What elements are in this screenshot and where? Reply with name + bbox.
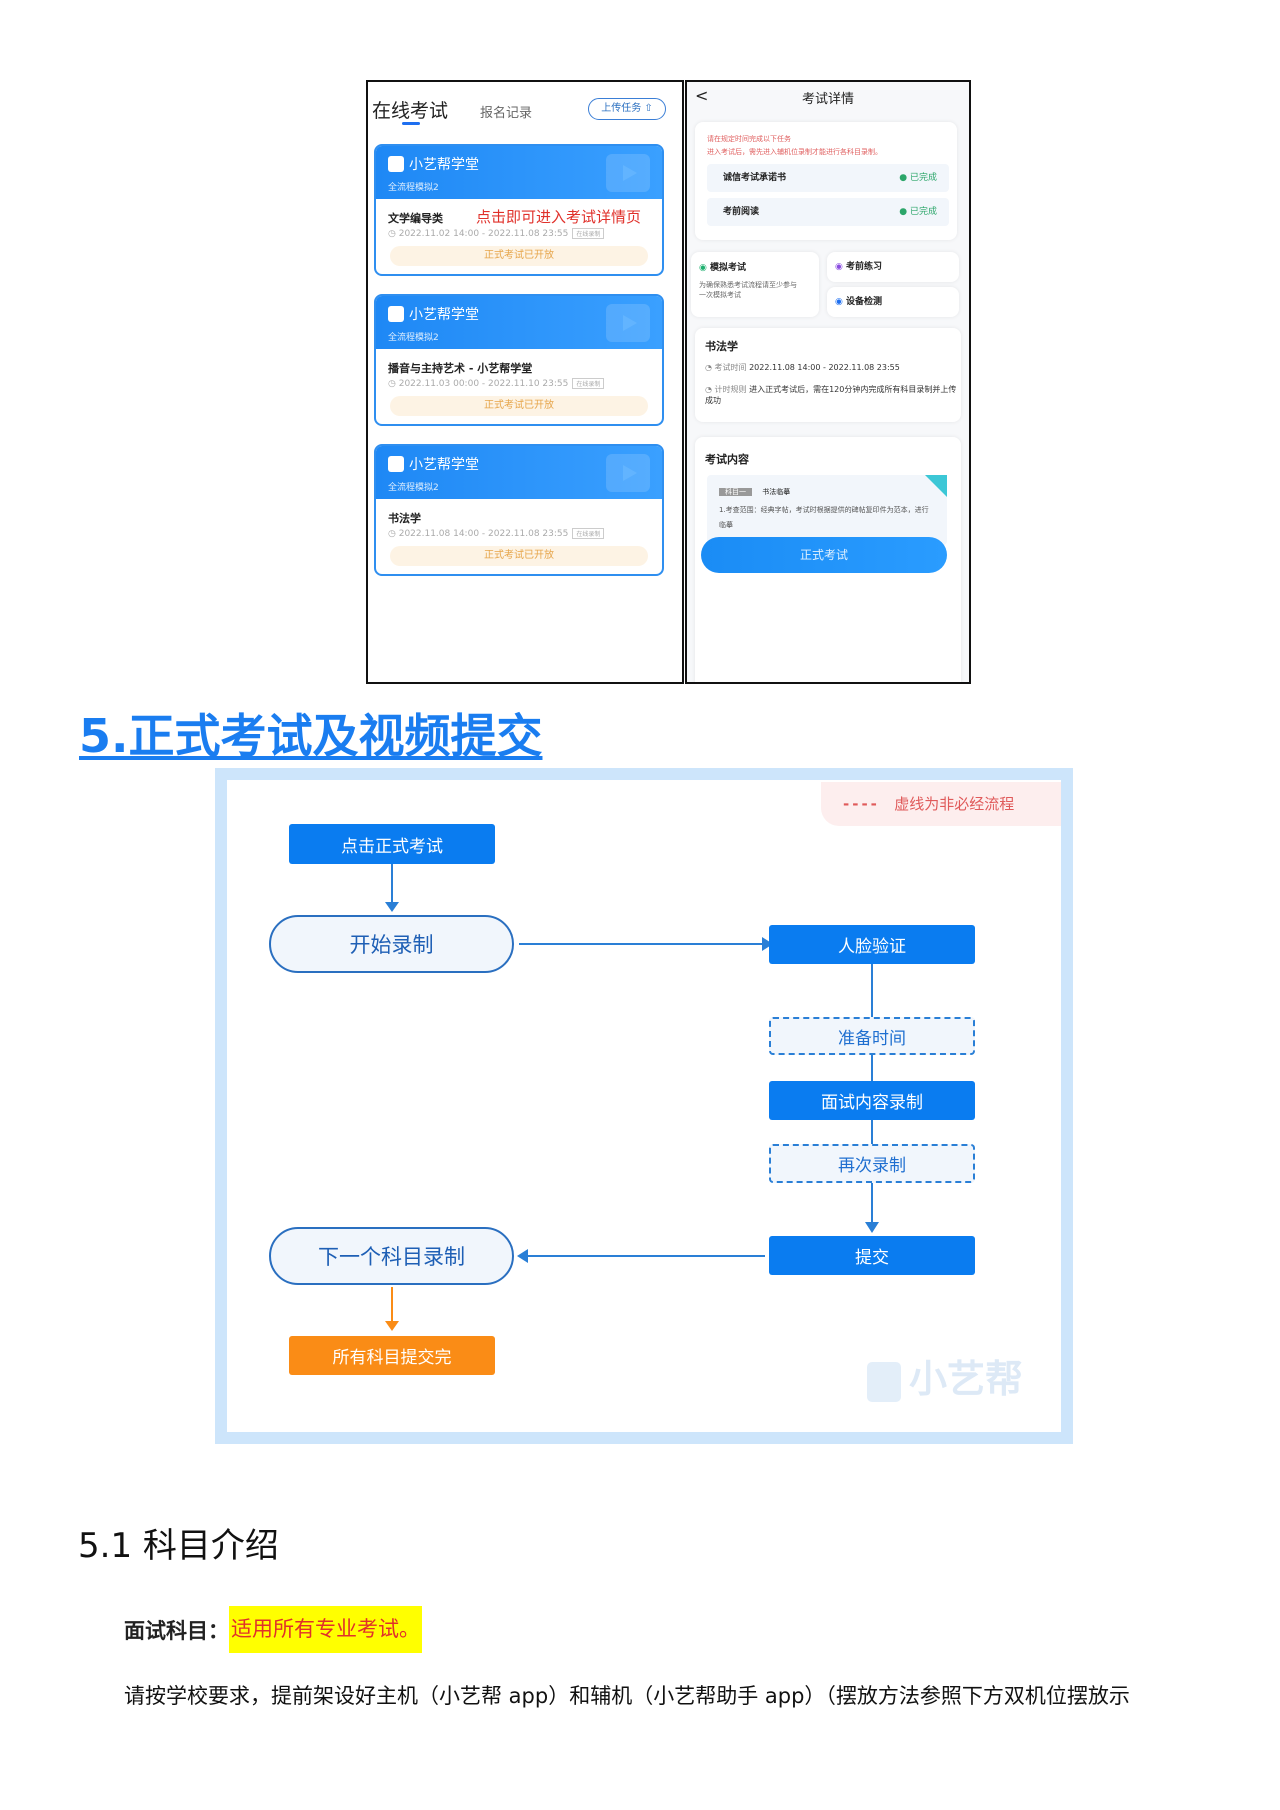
brand-logo-icon (388, 456, 404, 472)
start-exam-button[interactable]: 正式考试 (701, 537, 947, 573)
node-all-submitted: 所有科目提交完 (289, 1336, 495, 1375)
exam-list-screenshot: 在线考试 报名记录 上传任务 ⇧ 小艺帮学堂全流程模拟2 文学编导类 点击即可进… (366, 80, 684, 684)
annotation-text: 点击即可进入考试详情页 (476, 208, 642, 226)
watermark-logo: 小艺帮 (867, 1348, 1023, 1403)
node-retry-recording: 再次录制 (769, 1144, 975, 1183)
task-row[interactable]: 诚信考试承诺书● 已完成 (707, 164, 949, 192)
card-brand: 小艺帮学堂 (409, 457, 479, 473)
upload-label: 上传任务 (601, 103, 642, 114)
card-status: 正式考试已开放 (390, 396, 648, 416)
flowchart: ---- 虚线为非必经流程 点击正式考试 开始录制 人脸验证 准备时间 面试内容… (215, 768, 1073, 1444)
node-click-exam: 点击正式考试 (289, 824, 495, 864)
device-icon: ◉ (835, 297, 843, 307)
arrow-down-icon (385, 1321, 399, 1331)
node-next-subject: 下一个科目录制 (269, 1227, 514, 1285)
card-status: 正式考试已开放 (390, 246, 648, 266)
subsection-heading: 5.1 科目介绍 (78, 1526, 279, 1566)
subject-line: 面试科目： 适用所有专业考试。 (124, 1606, 422, 1653)
tab-online-exam[interactable]: 在线考试 (372, 100, 449, 122)
mock-exam-icon: ◉ (699, 263, 707, 273)
body-paragraph: 请按学校要求，提前架设好主机（小艺帮 app）和辅机（小艺帮助手 app）（摆放… (124, 1684, 1130, 1708)
legend: ---- 虚线为非必经流程 (821, 782, 1061, 826)
card-brand: 小艺帮学堂 (409, 307, 479, 323)
notice-text: 进入考试后，需先进入辅机位录制才能进行各科目录制。 (707, 148, 882, 156)
node-face-verify: 人脸验证 (769, 925, 975, 964)
section-heading: 5.正式考试及视频提交 (79, 709, 543, 763)
tab-registration[interactable]: 报名记录 (480, 106, 533, 121)
exam-card[interactable]: 小艺帮学堂全流程模拟2 播音与主持艺术 - 小艺帮学堂 ◷ 2022.11.03… (374, 294, 664, 426)
brand-logo-icon (388, 156, 404, 172)
page-title: 考试详情 (801, 92, 854, 107)
node-start-recording: 开始录制 (269, 915, 514, 973)
card-brand: 小艺帮学堂 (409, 157, 479, 173)
corner-badge (925, 475, 947, 497)
card-subtitle: 全流程模拟2 (388, 183, 439, 193)
arrow-right-icon (762, 937, 773, 951)
practice-icon: ◉ (835, 262, 843, 272)
device-check-card[interactable]: ◉ 设备检测 (827, 287, 959, 317)
mock-exam-card[interactable]: ◉ 模拟考试 为确保熟悉考试流程请至少参与一次模拟考试 (691, 252, 819, 317)
node-prep-time: 准备时间 (769, 1017, 975, 1055)
node-content-recording: 面试内容录制 (769, 1081, 975, 1120)
upload-task-button[interactable]: 上传任务 ⇧ (588, 98, 666, 120)
play-icon (606, 454, 650, 492)
task-card: 请在规定时间完成以下任务 进入考试后，需先进入辅机位录制才能进行各科目录制。 诚… (695, 122, 957, 240)
card-subtitle: 全流程模拟2 (388, 333, 439, 343)
mock-exam-desc: 为确保熟悉考试流程请至少参与一次模拟考试 (699, 281, 797, 299)
play-icon (606, 304, 650, 342)
upload-icon: ⇧ (644, 103, 653, 114)
brand-logo-icon (388, 306, 404, 322)
subject-value: 适用所有专业考试。 (229, 1606, 422, 1653)
node-submit: 提交 (769, 1236, 975, 1275)
arrow-left-icon (517, 1249, 528, 1263)
subject-label: 面试科目： (124, 1618, 229, 1643)
tab-indicator (402, 122, 420, 125)
task-row[interactable]: 考前阅读● 已完成 (707, 198, 949, 226)
card-subtitle: 全流程模拟2 (388, 483, 439, 493)
arrow-down-icon (385, 902, 399, 912)
practice-card[interactable]: ◉ 考前练习 (827, 252, 959, 282)
play-icon (606, 154, 650, 192)
exam-detail-screenshot: < 考试详情 请在规定时间完成以下任务 进入考试后，需先进入辅机位录制才能进行各… (685, 80, 971, 684)
card-name: 播音与主持艺术 - 小艺帮学堂 (388, 362, 533, 375)
card-status: 正式考试已开放 (390, 546, 648, 566)
back-icon[interactable]: < (695, 86, 709, 105)
notice-text: 请在规定时间完成以下任务 (707, 135, 791, 143)
subject-info-card: 书法学 ◔ 考试时间 2022.11.08 14:00 - 2022.11.08… (695, 328, 961, 422)
exam-card[interactable]: 小艺帮学堂全流程模拟2 文学编导类 点击即可进入考试详情页 ◷ 2022.11.… (374, 144, 664, 276)
exam-card[interactable]: 小艺帮学堂全流程模拟2 书法学 ◷ 2022.11.08 14:00 - 202… (374, 444, 664, 576)
card-name: 书法学 (388, 512, 421, 525)
arrow-down-icon (865, 1222, 879, 1233)
card-name: 文学编导类 (388, 212, 443, 225)
